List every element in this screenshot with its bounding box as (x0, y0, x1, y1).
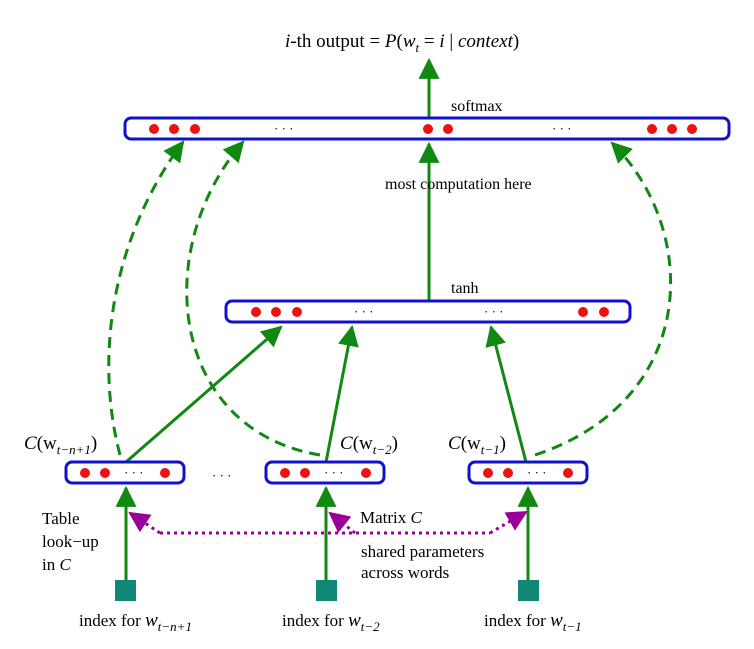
ellipsis: · · · (124, 465, 144, 480)
direct-connection-right-arc (534, 141, 673, 457)
ellipsis: · · · (324, 465, 344, 480)
neuron (190, 124, 200, 134)
direct-connection-middle-arc (185, 140, 321, 457)
neuron (80, 468, 90, 478)
neuron (503, 468, 513, 478)
neuron (251, 307, 261, 317)
emb-left-to-tanh-arrow (125, 325, 283, 464)
ellipsis: · · · (484, 304, 504, 319)
ellipsis: · · · (552, 121, 572, 136)
shared-parameters-line1: shared parameters (361, 542, 484, 561)
embedding-box (467, 460, 589, 485)
index-left-label: index for wt−n+1 (79, 610, 192, 634)
shared-parameters-line2: across words (361, 563, 449, 582)
emb-right-to-tanh-arrow (485, 324, 528, 463)
neuron (280, 468, 290, 478)
neuron (563, 468, 573, 478)
neuron (100, 468, 110, 478)
neuron (667, 124, 677, 134)
shared-link-right-arrow (489, 510, 528, 535)
most-computation-label: most computation here (385, 176, 532, 193)
tanh-label: tanh (451, 280, 479, 297)
table-lookup-line1: Table (42, 509, 80, 528)
embedding-box (64, 460, 186, 485)
neuron (578, 307, 588, 317)
ellipsis: · · · (527, 465, 547, 480)
embedding-middle: · · · (264, 460, 386, 485)
index-mid-label: index for wt−2 (282, 610, 380, 634)
direct-connection-left-arc (107, 140, 185, 456)
emb-left-label: C(wt−n+1) (24, 433, 97, 457)
table-lookup-line3: in C (42, 555, 71, 574)
emb-mid-label: C(wt−2) (340, 433, 398, 457)
emb-right-label: C(wt−1) (448, 433, 506, 457)
matrix-c-label: Matrix C (360, 508, 423, 527)
embedding-right: · · · (467, 460, 589, 485)
softmax-layer: · · · · · · (123, 116, 731, 141)
index-box-left (115, 580, 136, 601)
softmax-label: softmax (451, 98, 503, 115)
neuron (271, 307, 281, 317)
neuron (599, 307, 609, 317)
neuron (300, 468, 310, 478)
shared-link-mid-arrow (328, 511, 356, 535)
neuron (361, 468, 371, 478)
index-right-label: index for wt−1 (484, 610, 582, 634)
tanh-layer-box (224, 299, 632, 324)
neuron (423, 124, 433, 134)
shared-link-left-arrow (128, 511, 161, 535)
index-box-middle (316, 580, 337, 601)
neuron (483, 468, 493, 478)
embedding-left: · · · (64, 460, 186, 485)
ellipsis: · · · (274, 121, 294, 136)
neuron (169, 124, 179, 134)
ellipsis: · · · (354, 304, 374, 319)
tanh-layer: · · · · · · (224, 299, 632, 324)
neuron (292, 307, 302, 317)
neuron (647, 124, 657, 134)
neuron (160, 468, 170, 478)
neuron (149, 124, 159, 134)
neuron (443, 124, 453, 134)
index-box-right (518, 580, 539, 601)
output-formula: i-th output = P(wt = i | context) (285, 31, 519, 55)
table-lookup-line2: look−up (42, 532, 99, 551)
embedding-box (264, 460, 386, 485)
between-embeddings-ellipsis: · · · (212, 468, 232, 483)
neuron (687, 124, 697, 134)
emb-mid-to-tanh-arrow (324, 324, 359, 463)
